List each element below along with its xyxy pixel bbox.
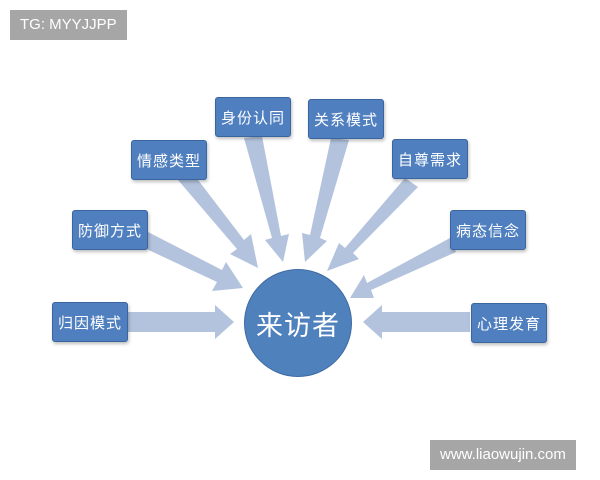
arrow-relationship <box>302 138 349 262</box>
node-label: 心理发育 <box>476 314 541 333</box>
node-attribution: 归因模式 <box>52 302 128 342</box>
node-label: 身份认同 <box>220 108 285 127</box>
watermark-bottom-right: www.liaowujin.com <box>430 440 576 470</box>
node-label: 防御方式 <box>77 221 142 240</box>
node-label: 归因模式 <box>57 313 122 332</box>
watermark-top-left: TG: MYYJJPP <box>10 10 127 40</box>
node-defense: 防御方式 <box>72 210 148 250</box>
node-label: 自尊需求 <box>397 150 462 169</box>
arrow-attribution <box>128 305 234 339</box>
arrow-identity <box>244 136 289 262</box>
center-node-client: 来访者 <box>244 269 352 377</box>
node-psych-development: 心理发育 <box>471 303 547 343</box>
arrow-psych-development <box>363 305 470 339</box>
center-label: 来访者 <box>256 310 340 342</box>
node-self-esteem: 自尊需求 <box>392 139 468 179</box>
node-pathological-belief: 病态信念 <box>450 210 526 250</box>
node-relationship: 关系模式 <box>308 99 384 139</box>
node-emotion: 情感类型 <box>131 140 207 180</box>
node-identity: 身份认同 <box>215 97 291 137</box>
node-label: 关系模式 <box>313 110 378 129</box>
arrow-pathological-belief <box>350 238 456 298</box>
arrow-emotion <box>178 172 258 268</box>
arrow-self-esteem <box>327 178 418 271</box>
node-label: 情感类型 <box>136 151 201 170</box>
arrow-defense <box>140 232 243 291</box>
node-label: 病态信念 <box>455 221 520 240</box>
